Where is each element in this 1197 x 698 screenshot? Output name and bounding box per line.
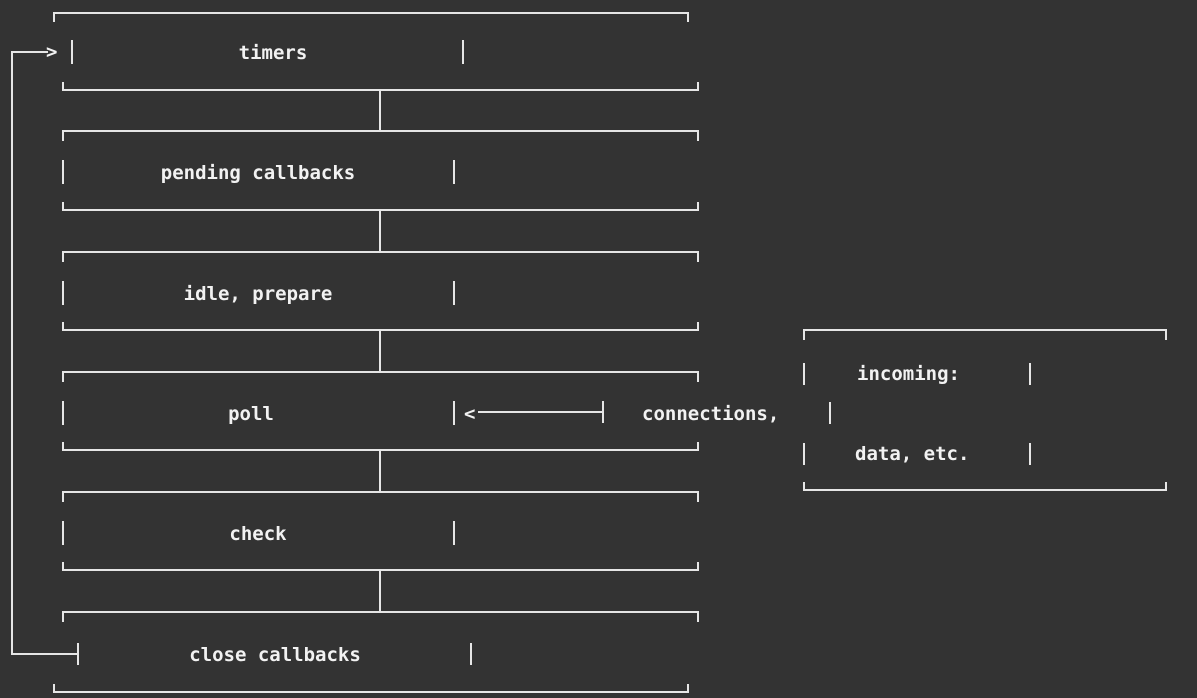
- phase-label-check: check: [229, 523, 287, 545]
- loop-back-arrow: >: [11, 41, 78, 655]
- poll-box-bottom: [62, 442, 699, 451]
- phase-label-pending-callbacks: pending callbacks: [161, 162, 355, 184]
- poll-arrowhead-icon: <: [464, 403, 475, 425]
- poll-box-top: [62, 371, 699, 382]
- loop-arrowhead-icon: >: [46, 41, 57, 63]
- phase-box-check: check: [62, 491, 699, 571]
- timers-box-bottom: [62, 82, 699, 91]
- pending-box-top: [62, 130, 699, 141]
- incoming-box: incoming: connections, data, etc.: [642, 329, 1167, 491]
- idle-box-top: [62, 251, 699, 262]
- phase-box-pending-callbacks: pending callbacks: [62, 130, 699, 211]
- phase-label-timers: timers: [239, 42, 308, 64]
- close-box-top: [62, 611, 699, 622]
- check-box-bottom: [62, 562, 699, 571]
- phase-label-poll: poll: [228, 403, 274, 425]
- incoming-label-line3: data, etc.: [855, 443, 969, 465]
- phase-label-idle-prepare: idle, prepare: [184, 283, 333, 305]
- loop-back-line: [11, 51, 78, 655]
- check-box-top: [62, 491, 699, 502]
- phase-box-timers: timers: [53, 12, 699, 91]
- close-box-bottom: [53, 684, 689, 693]
- timers-box-top: [53, 12, 689, 22]
- poll-input-arrow: <: [464, 401, 604, 425]
- incoming-label-line1: incoming:: [857, 363, 960, 385]
- idle-box-bottom: [62, 322, 699, 331]
- incoming-box-top: [803, 329, 1167, 340]
- phase-box-idle-prepare: idle, prepare: [62, 251, 699, 331]
- incoming-label-line2: connections,: [642, 403, 779, 425]
- incoming-box-bottom: [803, 482, 1167, 491]
- phase-label-close-callbacks: close callbacks: [189, 644, 361, 666]
- phase-box-close-callbacks: close callbacks: [53, 611, 699, 693]
- pending-box-bottom: [62, 202, 699, 211]
